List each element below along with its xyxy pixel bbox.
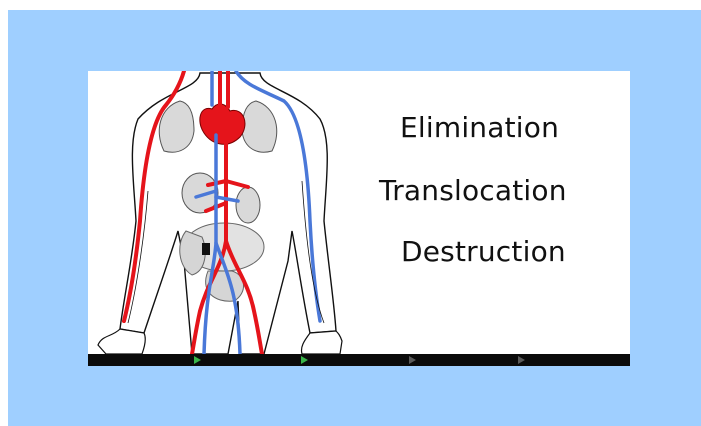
timeline-marker-3-play-icon[interactable] [409, 356, 416, 364]
term-translocation: Translocation [379, 174, 567, 207]
timeline-marker-1-play-icon[interactable] [194, 356, 201, 364]
timeline-marker-4-play-icon[interactable] [518, 356, 525, 364]
circulatory-system-illustration [88, 71, 348, 354]
slide: Elimination Translocation Destruction [88, 71, 630, 366]
term-destruction: Destruction [401, 235, 566, 268]
timeline-marker-2-play-icon[interactable] [301, 356, 308, 364]
timeline-bar[interactable] [88, 354, 630, 366]
term-elimination: Elimination [400, 111, 559, 144]
